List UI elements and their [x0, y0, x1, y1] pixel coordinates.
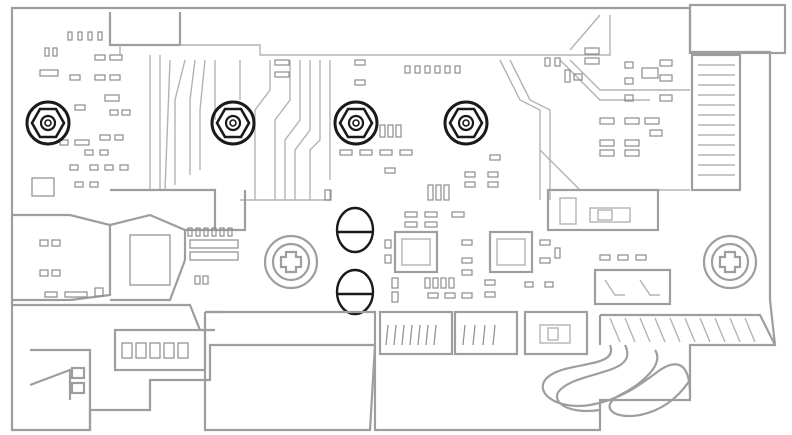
top-left-header	[108, 12, 611, 56]
board-outline	[10, 6, 777, 432]
chip-surrounding-components	[384, 239, 647, 303]
hex-nut-icon	[443, 100, 489, 146]
cable-left	[29, 348, 92, 430]
smd-components-left	[31, 31, 131, 197]
hex-nut-icon	[25, 100, 71, 146]
capacitor-1	[335, 206, 375, 254]
hex-nut-icon	[210, 100, 256, 146]
pin-header-icon	[113, 328, 207, 372]
bottom-connector-block	[203, 310, 377, 432]
smd-components-bottom	[187, 227, 233, 237]
ribbon-connector-icon	[688, 3, 787, 192]
phillips-screw-icon	[702, 234, 758, 290]
smd-components-center	[274, 59, 501, 228]
trace-group-top	[149, 55, 690, 201]
phillips-screw-icon	[263, 234, 319, 290]
left-bracket	[12, 188, 247, 332]
slide-switch-icon	[523, 310, 589, 356]
capacitor-2	[335, 268, 375, 316]
switch-module-right	[546, 188, 660, 232]
pin-header-icon	[453, 310, 519, 356]
capacitors	[335, 206, 375, 316]
pin-header-icon	[593, 268, 672, 306]
hex-nut-icon	[333, 100, 379, 146]
cable-icon	[541, 313, 776, 418]
left-bracket-details	[39, 234, 239, 298]
ic-chips	[393, 230, 534, 274]
pin-header-icon	[378, 310, 454, 356]
ic-chip-2	[488, 230, 534, 274]
ic-chip-1	[393, 230, 439, 274]
smd-components-right	[544, 47, 673, 157]
